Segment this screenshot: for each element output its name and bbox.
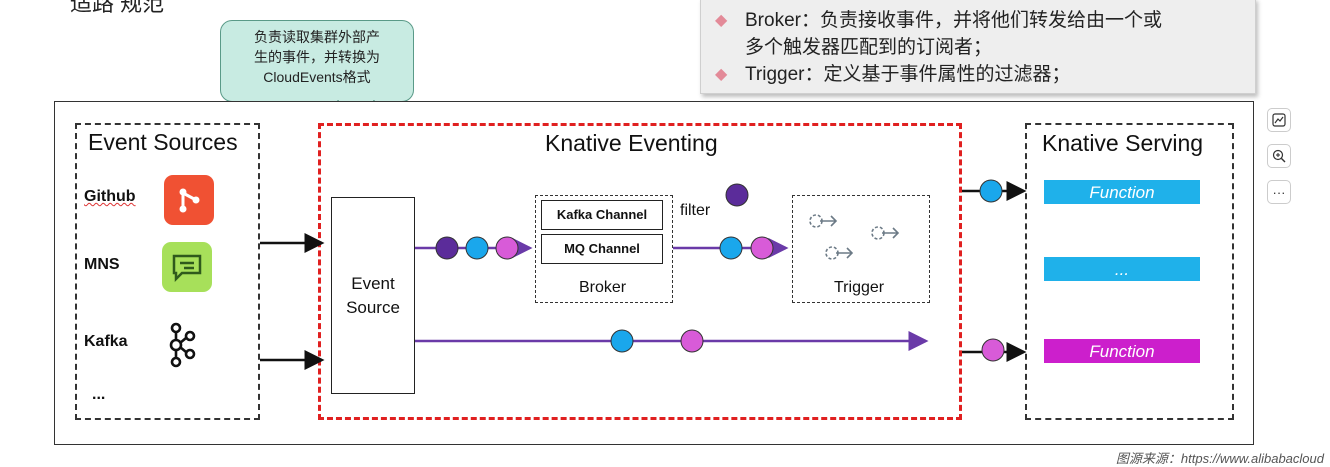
header-fragment: 适路 规范 — [70, 0, 165, 16]
kafka-icon — [164, 322, 198, 373]
note-text: Trigger：定义基于事件属性的过滤器； — [745, 64, 1071, 85]
knative-serving-title: Knative Serving — [1042, 130, 1204, 156]
event-dot — [610, 329, 634, 353]
knative-eventing-box — [318, 123, 962, 420]
event-dot — [435, 236, 459, 260]
event-dot — [680, 329, 704, 353]
note-text: Broker：负责接收事件，并将他们转发给由一个或 — [745, 10, 1162, 31]
mq-channel: MQ Channel — [541, 234, 663, 264]
broker-box — [535, 195, 673, 303]
event-dot — [725, 183, 749, 207]
source-github-label: Github — [84, 188, 136, 205]
knative-serving-box — [1025, 123, 1234, 420]
function-bar: ... — [1044, 257, 1200, 281]
event-source-box: Event Source — [331, 197, 415, 394]
callout-bubble: 负责读取集群外部产 生的事件，并转换为 CloudEvents格式 — [220, 20, 414, 102]
event-sources-title: Event Sources — [88, 129, 238, 155]
zoom-icon — [1272, 149, 1286, 163]
event-dot — [495, 236, 519, 260]
image-edit-button[interactable] — [1267, 108, 1291, 132]
more-button[interactable]: ··· — [1267, 180, 1291, 204]
broker-label: Broker — [579, 279, 627, 296]
event-source-label: Event — [351, 273, 395, 293]
event-source-label: Source — [346, 297, 400, 317]
event-dot — [979, 179, 1003, 203]
note-broker: ◆ Broker：负责接收事件，并将他们转发给由一个或 多个触发器匹配到的订阅者… — [715, 7, 1245, 61]
trigger-icon — [809, 214, 838, 228]
event-dot — [750, 236, 774, 260]
trigger-box — [792, 195, 930, 303]
git-icon — [164, 175, 214, 225]
source-mns-label: MNS — [84, 256, 120, 273]
function-bar: Function — [1044, 180, 1200, 204]
event-dot — [981, 338, 1005, 362]
trigger-label: Trigger — [834, 279, 885, 296]
knative-eventing-title: Knative Eventing — [545, 130, 718, 156]
note-trigger: ◆ Trigger：定义基于事件属性的过滤器； — [715, 61, 1245, 88]
notes-box: ◆ Broker：负责接收事件，并将他们转发给由一个或 多个触发器匹配到的订阅者… — [700, 0, 1256, 94]
callout-line: 负责读取集群外部产 — [254, 29, 380, 45]
source-credit: 图源来源：https://www.alibabacloud — [1115, 451, 1324, 466]
trigger-icon — [871, 226, 900, 240]
event-dot — [719, 236, 743, 260]
trigger-icons — [809, 214, 900, 260]
source-more-label: ... — [92, 386, 106, 403]
event-sources-box — [75, 123, 260, 420]
image-edit-icon — [1272, 113, 1286, 127]
event-dot — [465, 236, 489, 260]
kafka-channel: Kafka Channel — [541, 200, 663, 230]
source-kafka-label: Kafka — [84, 333, 128, 350]
function-bar: Function — [1044, 339, 1200, 363]
message-icon — [162, 242, 212, 292]
diamond-bullet-icon: ◆ — [715, 66, 728, 83]
filter-label: filter — [680, 202, 711, 219]
diamond-bullet-icon: ◆ — [715, 12, 728, 29]
zoom-button[interactable] — [1267, 144, 1291, 168]
callout-line: 生的事件，并转换为 — [254, 49, 380, 65]
callout-line: CloudEvents格式 — [263, 69, 371, 85]
note-text: 多个触发器匹配到的订阅者； — [745, 37, 993, 58]
trigger-icon — [825, 246, 854, 260]
more-icon: ··· — [1272, 184, 1286, 200]
